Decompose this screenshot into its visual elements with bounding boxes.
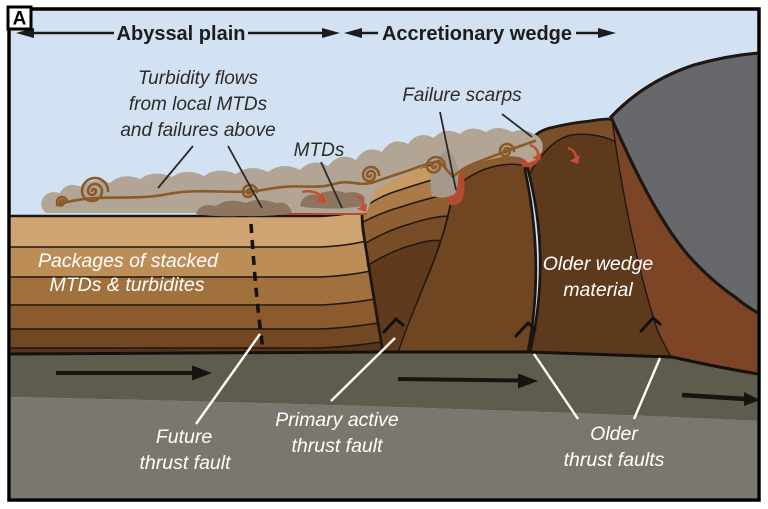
leader-line — [632, 357, 662, 420]
primary-fault-label-line2: thrust fault — [291, 435, 384, 457]
leader-line — [330, 337, 396, 402]
failure-arrowhead — [532, 152, 542, 161]
sheet2-body — [399, 145, 536, 352]
thrust-sheet-3 — [524, 117, 674, 358]
plate-arrow-head — [518, 373, 538, 389]
leader-line — [320, 161, 343, 209]
thrust-sheet-4 — [613, 119, 758, 375]
older-wedge-label-line2: material — [563, 279, 633, 301]
future-fault-label-line2: thrust fault — [139, 452, 232, 474]
leader-line — [439, 111, 457, 191]
flow-spiral — [55, 195, 69, 207]
failure-arrowhead — [570, 155, 580, 164]
failure-scarps-label: Failure scarps — [402, 85, 522, 106]
thrust-sense-symbols — [382, 315, 662, 338]
sheet3-top-band — [526, 119, 616, 175]
leader-line — [501, 113, 533, 138]
future-fault-label-line1: Future — [156, 426, 213, 448]
diagram-content: Abyssal plain Accretionary wedge Turbidi… — [10, 10, 758, 499]
left-arrow-icon — [344, 28, 362, 38]
plate-motion-arrows — [56, 365, 758, 406]
flow-spiral — [80, 176, 110, 203]
older-wedge-label-line1: Older wedge — [543, 253, 654, 275]
thrust-half-arrow-icon — [639, 315, 662, 333]
cloud-dark-section-1 — [196, 200, 292, 217]
flow-spiral — [498, 142, 516, 158]
failure-arrowhead — [357, 203, 367, 212]
figure-border — [7, 7, 761, 502]
panel-letter-box — [6, 5, 33, 31]
flowline-main — [55, 139, 537, 207]
packages-label-line2: MTDs & turbidites — [50, 274, 205, 296]
labels: Abyssal plain Accretionary wedge Turbidi… — [38, 23, 665, 474]
layer-boundary — [10, 322, 379, 330]
right-arrow-icon — [598, 28, 616, 38]
flow-spiral — [425, 155, 447, 174]
thrust-half-arrow-icon — [382, 316, 405, 334]
fold-band-line — [363, 215, 451, 245]
turbidity-label-line1: Turbidity flows — [138, 68, 259, 89]
mtds-label: MTDs — [294, 140, 345, 161]
sheet3-band-line — [528, 133, 617, 176]
leader-line — [533, 353, 579, 420]
black-leader-lines — [157, 111, 533, 209]
fold-band-line — [366, 239, 445, 267]
abyssal-plain-strata — [10, 208, 383, 354]
decollement-line — [10, 350, 758, 376]
failure-arrowhead — [316, 192, 327, 203]
strata-layer-2 — [10, 241, 371, 277]
layer-boundary — [10, 270, 372, 278]
strata-layer-3 — [10, 271, 375, 305]
strata-layer-4 — [10, 299, 378, 329]
sheet2-top-band — [451, 145, 527, 190]
sheet1-band1 — [362, 162, 454, 213]
turbidity-label-line3: and failures above — [120, 120, 275, 141]
sheet3-body — [526, 119, 672, 357]
leader-line — [227, 145, 263, 209]
strata-layer-6 — [10, 342, 383, 354]
plate-arrow-head — [744, 392, 758, 406]
cloud-body — [41, 128, 543, 213]
older-faults-label-line2: thrust faults — [564, 449, 665, 471]
right-arrow-icon — [322, 28, 340, 38]
backstop-gray-massif — [609, 51, 758, 315]
leader-line — [157, 145, 194, 189]
primary-fault-label-line1: Primary active — [275, 409, 399, 431]
abyssal-plain-label: Abyssal plain — [117, 23, 246, 45]
layer-boundary — [10, 341, 382, 349]
layer-boundary — [10, 240, 367, 248]
plate-arrow-head — [192, 365, 212, 381]
strata-layer-1 — [10, 210, 366, 247]
flow-spiral — [361, 165, 381, 183]
turbidity-label-line2: from local MTDs — [129, 94, 268, 115]
older-faults-label-line1: Older — [590, 423, 639, 445]
plate-arrow-shaft — [681, 392, 746, 402]
white-leader-lines — [195, 333, 662, 425]
thrust-half-arrow-icon — [514, 320, 537, 338]
cloud-dark-section-2 — [300, 190, 365, 209]
leader-line — [195, 333, 261, 425]
packages-label-line1: Packages of stacked — [38, 250, 219, 272]
accretionary-wedge-label: Accretionary wedge — [382, 23, 572, 45]
failure-arrows — [301, 143, 580, 212]
layer-boundary — [10, 298, 376, 306]
panel-letter: A — [13, 9, 27, 30]
plate-arrow-shaft — [397, 377, 521, 383]
